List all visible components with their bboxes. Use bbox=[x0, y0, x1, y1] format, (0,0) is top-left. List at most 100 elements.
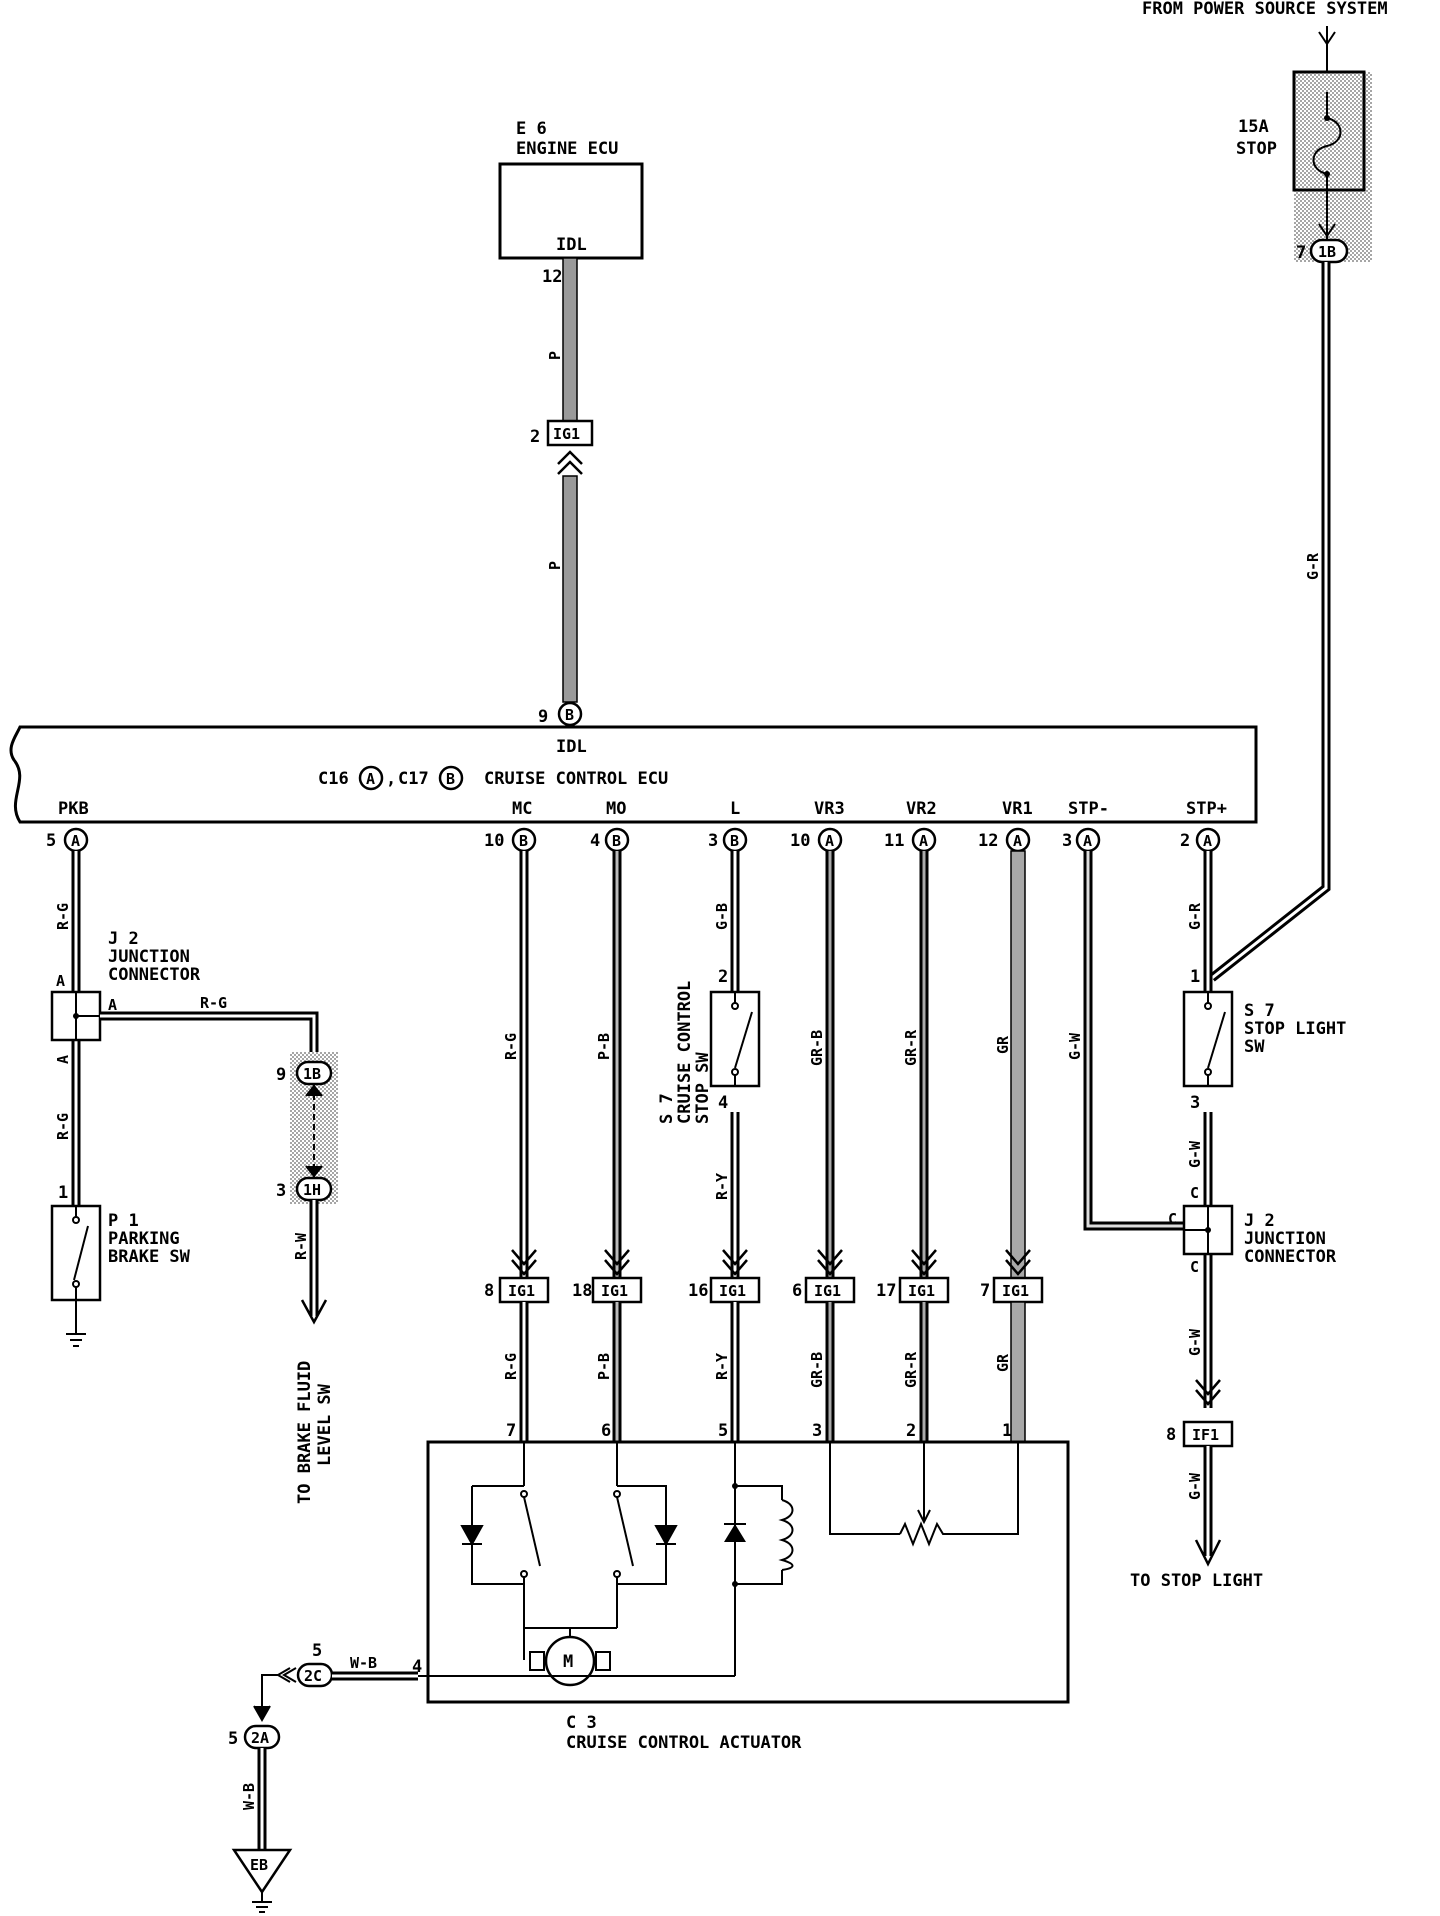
ground-conn1-id: 2C bbox=[304, 1667, 322, 1685]
engine-ecu-name: ENGINE ECU bbox=[516, 139, 618, 159]
mc-wire-color: R-G bbox=[502, 1033, 520, 1060]
actuator-pin-3: 3 bbox=[812, 1421, 822, 1441]
engine-ecu-pin-ecu: 9 bbox=[538, 707, 548, 727]
power-source: FROM POWER SOURCE SYSTEM 15A STOP 7 1B G… bbox=[1142, 0, 1388, 982]
cruise-control-actuator: 7 6 5 3 2 1 4 bbox=[412, 1421, 1070, 1753]
mc-wire: R-G bbox=[502, 851, 537, 1278]
ig1-pin-3: 6 bbox=[792, 1281, 802, 1301]
junction-right-term-bottom: C bbox=[1190, 1258, 1199, 1276]
junction-left-line2: CONNECTOR bbox=[108, 965, 201, 985]
cruise-control-stop-switch bbox=[709, 990, 761, 1088]
junction-left-term-top: A bbox=[56, 972, 65, 990]
lower-wire-2: R-Y bbox=[713, 1353, 731, 1380]
ig1-pin-0: 8 bbox=[484, 1281, 494, 1301]
terminal-l: L bbox=[730, 799, 740, 819]
actuator-pin-7: 7 bbox=[506, 1421, 516, 1441]
junction-left-wire-right: R-G bbox=[200, 994, 227, 1012]
conn-mo: B bbox=[612, 832, 621, 850]
motor-icon bbox=[544, 1635, 596, 1687]
engine-ecu-conn-ecu: B bbox=[565, 706, 574, 724]
power-source-label: FROM POWER SOURCE SYSTEM bbox=[1142, 0, 1388, 19]
stop-light-line1: STOP LIGHT bbox=[1244, 1019, 1346, 1039]
stop-light-conn-pin: 8 bbox=[1166, 1425, 1176, 1445]
fuse-15a-stop bbox=[1292, 70, 1366, 192]
pin-stp-plus: 2 bbox=[1180, 831, 1190, 851]
stp-plus-wire-color: G-R bbox=[1186, 902, 1204, 930]
ground-id: EB bbox=[250, 1856, 268, 1874]
parking-brake-switch bbox=[50, 1204, 102, 1302]
engine-ecu: E 6 ENGINE ECU IDL 12 P 2 IG1 P 9 B bbox=[498, 119, 644, 727]
cruise-ecu-name: CRUISE CONTROL ECU bbox=[484, 769, 668, 789]
vr3-wire-color: GR-B bbox=[808, 1030, 826, 1066]
stop-light-conn-id: IF1 bbox=[1192, 1426, 1219, 1444]
engine-conn-id: IG1 bbox=[553, 425, 580, 443]
stp-plus-wire: G-R 1 S 7 STOP LIGHT SW 3 G-W C C C J 2 … bbox=[1130, 851, 1346, 1591]
l-wire-color: G-B bbox=[713, 903, 731, 930]
cc-stop-ref: S 7 bbox=[657, 1093, 677, 1124]
brake-fluid-conn2-pin: 3 bbox=[276, 1181, 286, 1201]
ig1-pin-1: 18 bbox=[572, 1281, 592, 1301]
stop-light-pin-bottom: 3 bbox=[1190, 1093, 1200, 1113]
actuator-pin-5: 5 bbox=[718, 1421, 728, 1441]
junction-left-line1: JUNCTION bbox=[108, 947, 190, 967]
brake-fluid-circuit: 9 1B 3 1H R-W TO BRAKE FLUID LEVEL SW bbox=[276, 1052, 338, 1504]
engine-ecu-terminal: IDL bbox=[556, 235, 587, 255]
junction-right-term-top: C bbox=[1190, 1184, 1199, 1202]
stop-light-ref: S 7 bbox=[1244, 1001, 1275, 1021]
junction-right-ref: J 2 bbox=[1244, 1211, 1275, 1231]
mo-wire-color: P-B bbox=[595, 1033, 613, 1060]
junction-right-wire: G-W bbox=[1186, 1328, 1204, 1356]
ig1-pin-4: 17 bbox=[876, 1281, 896, 1301]
cruise-ecu-comma: , bbox=[386, 769, 396, 789]
stp-minus-wire: G-W bbox=[1066, 851, 1184, 1231]
terminal-mc: MC bbox=[512, 799, 532, 819]
ground-conn2-pin: 5 bbox=[228, 1729, 238, 1749]
actuator-ref: C 3 bbox=[566, 1713, 597, 1733]
terminal-pkb: PKB bbox=[58, 799, 89, 819]
conn-stp-minus: A bbox=[1083, 832, 1092, 850]
pkb-wire-top: R-G bbox=[54, 903, 72, 930]
ig1-id-1: IG1 bbox=[601, 1282, 628, 1300]
terminal-vr1: VR1 bbox=[1002, 799, 1033, 819]
vr2-wire: GR-R bbox=[902, 851, 937, 1278]
parking-brake-line1: PARKING bbox=[108, 1229, 180, 1249]
parking-brake-ref: P 1 bbox=[108, 1211, 139, 1231]
actuator-name: CRUISE CONTROL ACTUATOR bbox=[566, 1733, 802, 1753]
pin-l: 3 bbox=[708, 831, 718, 851]
l-wire: G-B 2 4 S 7 CRUISE CONTROL STOP SW R-Y bbox=[657, 851, 761, 1278]
ig1-id-5: IG1 bbox=[1002, 1282, 1029, 1300]
actuator-motor: M bbox=[563, 1652, 573, 1672]
brake-fluid-conn2-id: 1H bbox=[303, 1181, 321, 1199]
lower-wires: R-G P-B R-Y GR-B GR-R GR bbox=[502, 1301, 1026, 1443]
stop-light-line2: SW bbox=[1244, 1037, 1265, 1057]
ig1-id-2: IG1 bbox=[719, 1282, 746, 1300]
conn-vr2: A bbox=[919, 832, 928, 850]
pkb-wire-lower: R-G bbox=[54, 1113, 72, 1140]
vr2-wire-color: GR-R bbox=[902, 1029, 920, 1066]
junction-left-ref: J 2 bbox=[108, 929, 139, 949]
terminal-stp-plus: STP+ bbox=[1186, 799, 1227, 819]
cruise-control-ecu: IDL C16 A , C17 B CRUISE CONTROL ECU PKB… bbox=[9, 725, 1258, 853]
engine-wire-color-bottom: P bbox=[546, 561, 564, 570]
junction-right-line1: JUNCTION bbox=[1244, 1229, 1326, 1249]
ig1-connector-row: 8 IG1 18 IG1 16 IG1 6 IG1 17 IG1 7 IG1 bbox=[484, 1276, 1044, 1304]
terminal-stp-minus: STP- bbox=[1068, 799, 1109, 819]
terminal-mo: MO bbox=[606, 799, 626, 819]
engine-ecu-pin: 12 bbox=[542, 267, 562, 287]
cruise-ecu-conn-a: A bbox=[366, 770, 375, 788]
pin-vr1: 12 bbox=[978, 831, 998, 851]
stop-light-wire-bottom: G-W bbox=[1186, 1140, 1204, 1168]
pin-vr2: 11 bbox=[884, 831, 904, 851]
engine-conn-pin: 2 bbox=[530, 427, 540, 447]
ig1-id-3: IG1 bbox=[814, 1282, 841, 1300]
ground-wire-act: W-B bbox=[350, 1654, 377, 1672]
brake-fluid-to-label: TO BRAKE FLUID bbox=[295, 1361, 315, 1504]
ground-conn2-id: 2A bbox=[251, 1729, 269, 1747]
ground-eb-icon bbox=[231, 1848, 293, 1895]
vr3-wire: GR-B bbox=[808, 851, 843, 1278]
lower-wire-3: GR-B bbox=[808, 1352, 826, 1388]
pin-pkb: 5 bbox=[46, 831, 56, 851]
junction-left-term-right: A bbox=[108, 996, 117, 1014]
brake-fluid-conn1-id: 1B bbox=[303, 1065, 321, 1083]
